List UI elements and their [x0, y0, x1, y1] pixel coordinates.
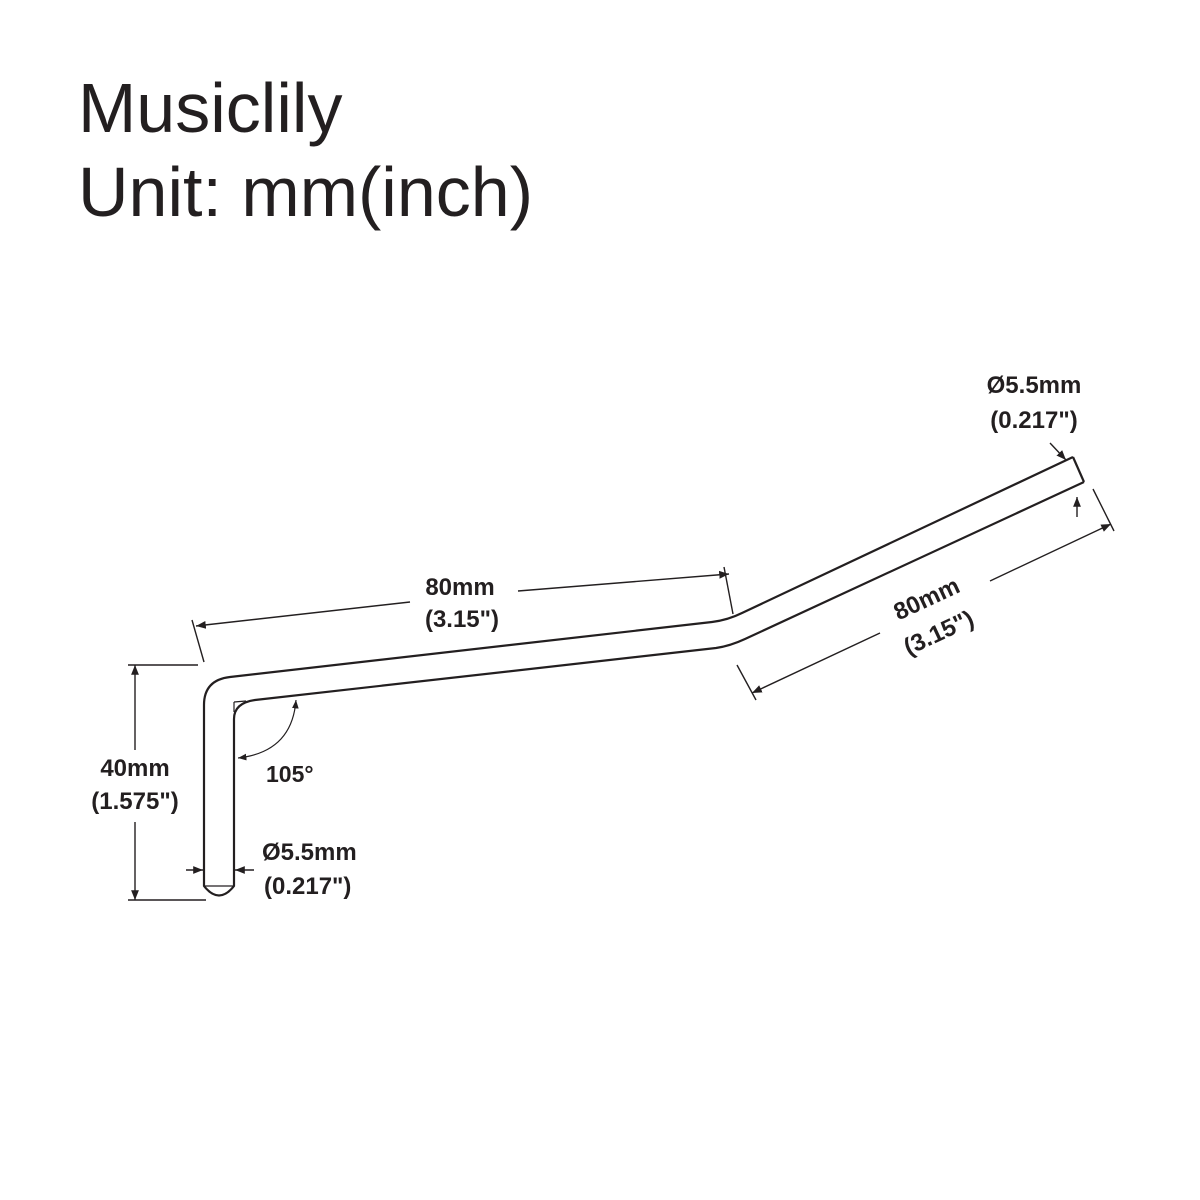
diameter-tip-inch: (0.217"): [264, 873, 351, 900]
dimension-line: [989, 523, 1112, 582]
unit-line: Unit: mm(inch): [78, 153, 534, 231]
diameter-tip-mm: Ø5.5mm: [262, 839, 357, 866]
angle-arc: [237, 699, 299, 761]
dimension-tip-height: [128, 664, 206, 901]
dimension-line: [1049, 442, 1067, 461]
extension-line: [736, 664, 757, 701]
arm-end-cap: [1071, 456, 1086, 483]
arm-length-1-mm: 80mm: [425, 574, 494, 601]
angle-label: 105°: [266, 761, 314, 787]
arm-length-1-inch: (3.15"): [425, 606, 499, 633]
diameter-end-mm: Ø5.5mm: [987, 372, 1082, 399]
extension-line: [191, 619, 205, 663]
dimension-line: [195, 601, 411, 629]
dimension-arm-length-1: [191, 566, 734, 663]
arm-tip-end: [202, 866, 236, 897]
dimension-line: [751, 632, 881, 694]
dimension-line: [517, 570, 730, 592]
dimension-arm-length-2: [736, 488, 1115, 701]
header: Musiclily Unit: mm(inch): [78, 66, 533, 234]
dimension-diameter-end: [1049, 442, 1081, 517]
arm-upper-edge: [202, 456, 1074, 866]
brand-title: Musiclily: [78, 69, 343, 147]
tip-height-inch: (1.575"): [91, 788, 178, 815]
tip-height-mm: 40mm: [100, 755, 169, 782]
arm-lower-edge: [232, 481, 1085, 866]
dimension-angle: [233, 699, 299, 761]
arm-outline: [202, 456, 1086, 897]
diameter-end-inch: (0.217"): [990, 407, 1077, 434]
